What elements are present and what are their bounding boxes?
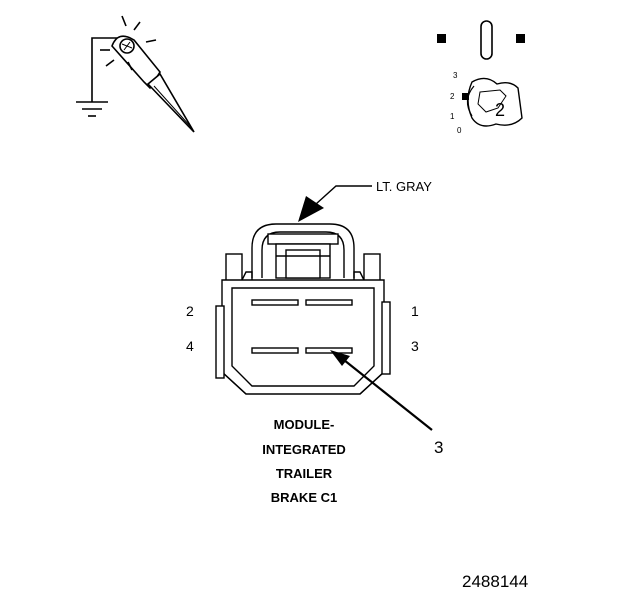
callout-arrow (330, 350, 433, 431)
dmm-scale-1: 1 (450, 112, 455, 121)
pin-label-3: 3 (411, 338, 419, 354)
pin-label-2: 2 (186, 303, 194, 319)
dmm-position-label: 2 (495, 100, 505, 120)
dmm-scale-0: 0 (457, 126, 462, 135)
cavity-pin-3 (305, 347, 353, 354)
dmm-scale-2: 2 (450, 92, 455, 101)
dmm-selector-icon: 3 2 1 0 2 (437, 20, 525, 135)
test-lamp-icon (91, 15, 195, 133)
caption-line-1: MODULE- (274, 417, 335, 432)
caption-line-3: TRAILER (276, 466, 333, 481)
terminal-cavities (251, 299, 353, 354)
figure-id: 2488144 (462, 572, 528, 591)
callout-number: 3 (434, 438, 443, 457)
caption-line-4: BRAKE C1 (271, 490, 337, 505)
wire-color-label: LT. GRAY (376, 179, 432, 194)
cavity-pin-2 (251, 299, 299, 306)
wire-color-callout: LT. GRAY (298, 179, 432, 222)
pin-label-4: 4 (186, 338, 194, 354)
cavity-pin-4 (251, 347, 299, 354)
dmm-scale-3: 3 (453, 71, 458, 80)
pin-label-1: 1 (411, 303, 419, 319)
module-caption: MODULE- INTEGRATED TRAILER BRAKE C1 (262, 417, 346, 505)
ground-symbol-icon (76, 101, 108, 117)
connector-body (215, 223, 391, 395)
cavity-pin-1 (305, 299, 353, 306)
caption-line-2: INTEGRATED (262, 442, 346, 457)
